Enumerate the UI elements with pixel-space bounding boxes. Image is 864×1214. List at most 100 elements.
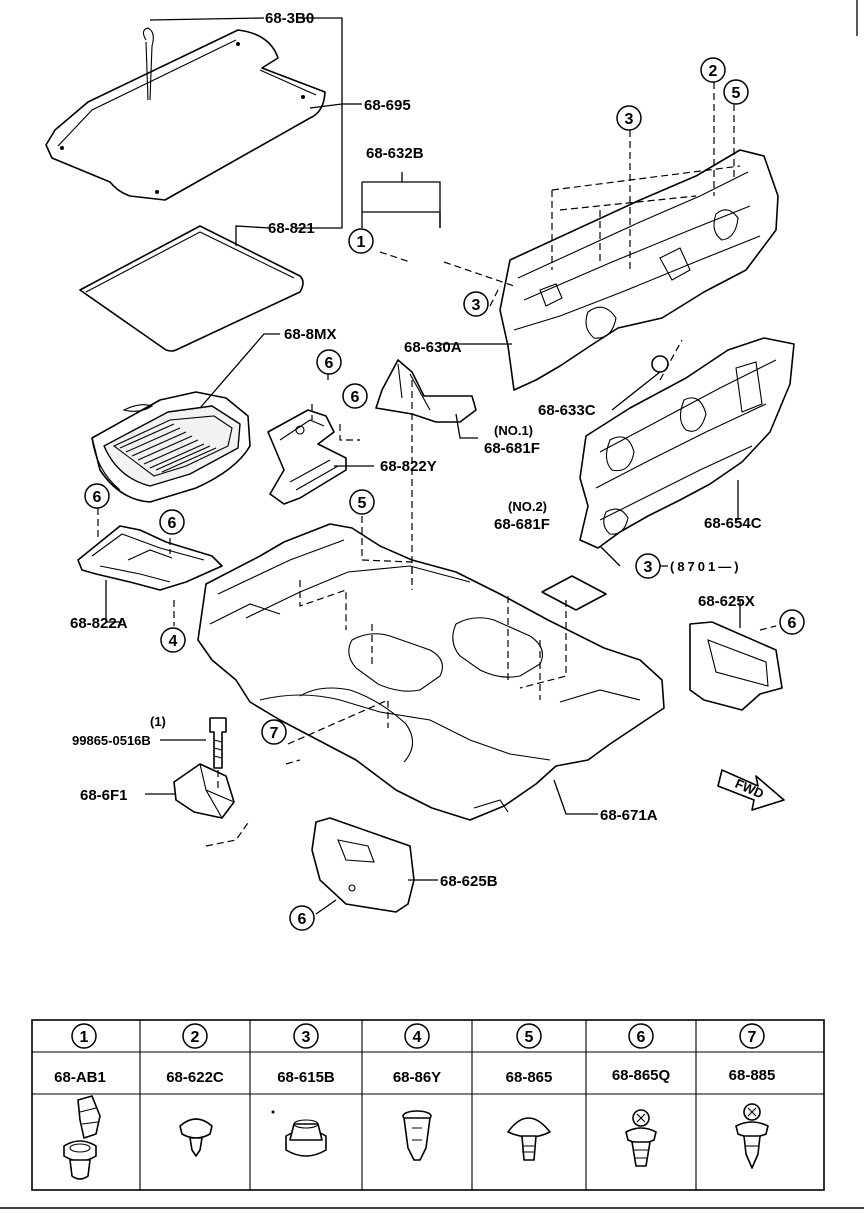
svg-text:6: 6 [93, 489, 102, 506]
label-68-681f-no2: 68-681F [494, 516, 550, 533]
callout-6-822y-a[interactable]: 6 [316, 349, 342, 375]
side-trim-625b-group [311, 817, 415, 913]
callout-6-822a-b[interactable]: 6 [159, 509, 185, 535]
duct-681f-no1[interactable] [375, 359, 477, 423]
pad-681f-no2[interactable] [541, 575, 607, 611]
label-68-625x: 68-625X [698, 593, 755, 610]
legend-col-2-num: 2 [182, 1023, 208, 1049]
trunk-board[interactable] [79, 225, 304, 352]
label-bolt-qty: (1) [150, 714, 166, 729]
svg-text:6: 6 [325, 355, 334, 372]
callout-4[interactable]: 4 [160, 627, 186, 653]
svg-text:4: 4 [413, 1029, 422, 1046]
screw-rivet-long-icon [735, 1103, 769, 1169]
label-68-633c: 68-633C [538, 402, 596, 419]
fastener-block-group [173, 717, 235, 819]
legend-col-1-part: 68-AB1 [54, 1069, 106, 1086]
callouts: 1 2 5 3 3 6 6 6 6 5 3 6 4 7 6 [84, 57, 805, 931]
callout-2[interactable]: 2 [700, 57, 726, 83]
block-6f1[interactable] [173, 763, 235, 819]
bracket-822a-group [77, 525, 223, 591]
callout-5-top[interactable]: 5 [723, 79, 749, 105]
svg-text:6: 6 [298, 911, 307, 928]
label-68-3b0: 68-3B0 [265, 10, 314, 27]
legend-col-5-part: 68-865 [506, 1069, 553, 1086]
callout-6-822a-a[interactable]: 6 [84, 483, 110, 509]
bracket-822y-group [267, 409, 347, 505]
part-labels: 68-3B0 68-695 68-632B 68-821 68-8MX 68-6… [70, 10, 762, 890]
plug-clip-icon [402, 1110, 432, 1161]
legend-col-5-num: 5 [516, 1023, 542, 1049]
svg-text:6: 6 [351, 389, 360, 406]
bracket-822y[interactable] [267, 409, 347, 505]
callout-1[interactable]: 1 [348, 228, 374, 254]
label-99865-0516b: 99865-0516B [72, 733, 151, 748]
callout-6-625b[interactable]: 6 [289, 905, 315, 931]
label-68-6f1: 68-6F1 [80, 787, 128, 804]
dash-insulator-group [499, 149, 795, 549]
mat-strap [142, 27, 154, 101]
leader-lines [105, 17, 741, 915]
trunk-mat-group [45, 27, 326, 201]
legend-frame [31, 1019, 825, 1191]
label-68-654c: 68-654C [704, 515, 762, 532]
svg-text:3: 3 [302, 1029, 311, 1046]
floor-insulator-654c[interactable] [579, 337, 795, 549]
label-68-625b: 68-625B [440, 873, 498, 890]
svg-text:5: 5 [358, 495, 367, 512]
note-8701: (8701—) [670, 559, 742, 574]
label-68-822a: 68-822A [70, 615, 128, 632]
legend-col-2-part: 68-622C [166, 1069, 224, 1086]
legend-col-7-part: 68-885 [729, 1067, 776, 1084]
callout-3-left[interactable]: 3 [463, 291, 489, 317]
push-pin-icon [179, 1118, 213, 1157]
svg-text:1: 1 [357, 234, 366, 251]
fastener-legend-table: 1 2 3 4 5 6 7 68-AB1 68-622C 68-615B 68-… [31, 1019, 825, 1191]
callout-7[interactable]: 7 [261, 719, 287, 745]
label-68-8mx: 68-8MX [284, 326, 337, 343]
svg-text:6: 6 [788, 615, 797, 632]
dash-insulator-630a[interactable] [499, 149, 779, 391]
trunk-mat[interactable] [45, 29, 326, 201]
floor-carpet[interactable] [197, 523, 665, 821]
callout-6-625x[interactable]: 6 [779, 609, 805, 635]
side-trim-625x-group [689, 621, 783, 711]
side-trim-625x[interactable] [689, 621, 783, 711]
svg-text:7: 7 [748, 1029, 757, 1046]
svg-text:4: 4 [169, 633, 178, 650]
floor-carpet-group [197, 523, 665, 821]
legend-col-7-num: 7 [739, 1023, 765, 1049]
callout-6-822y-b[interactable]: 6 [342, 383, 368, 409]
svg-text:3: 3 [472, 297, 481, 314]
fwd-arrow-icon: FWD [717, 769, 785, 811]
svg-text:5: 5 [732, 85, 741, 102]
assembly-dashed-lines [97, 82, 777, 847]
legend-col-4-part: 68-86Y [393, 1069, 441, 1086]
label-68-681f-no1: 68-681F [484, 440, 540, 457]
svg-text:6: 6 [168, 515, 177, 532]
label-68-671a: 68-671A [600, 807, 658, 824]
svg-text:1: 1 [80, 1029, 89, 1046]
label-68-821: 68-821 [268, 220, 315, 237]
legend-col-1-num: 1 [71, 1023, 97, 1049]
clip-ab1-icon [63, 1095, 101, 1180]
svg-text:2: 2 [191, 1029, 200, 1046]
bolt-99865[interactable] [209, 717, 227, 769]
callout-3-top[interactable]: 3 [616, 105, 642, 131]
legend-col-4-num: 4 [404, 1023, 430, 1049]
callout-3-bottom[interactable]: 3 [635, 553, 661, 579]
svg-text:3: 3 [644, 559, 653, 576]
legend-col-6-num: 6 [628, 1023, 654, 1049]
side-trim-625b[interactable] [311, 817, 415, 913]
label-68-632b: 68-632B [366, 145, 424, 162]
label-681f-no1-tag: (NO.1) [494, 423, 533, 438]
svg-text:7: 7 [270, 725, 279, 742]
spare-tray-group [91, 391, 251, 503]
svg-text:2: 2 [709, 63, 718, 80]
bracket-822a[interactable] [77, 525, 223, 591]
legend-col-3-num: 3 [293, 1023, 319, 1049]
callout-5-mid[interactable]: 5 [349, 489, 375, 515]
screw-rivet-icon [625, 1109, 657, 1167]
label-68-695: 68-695 [364, 97, 411, 114]
